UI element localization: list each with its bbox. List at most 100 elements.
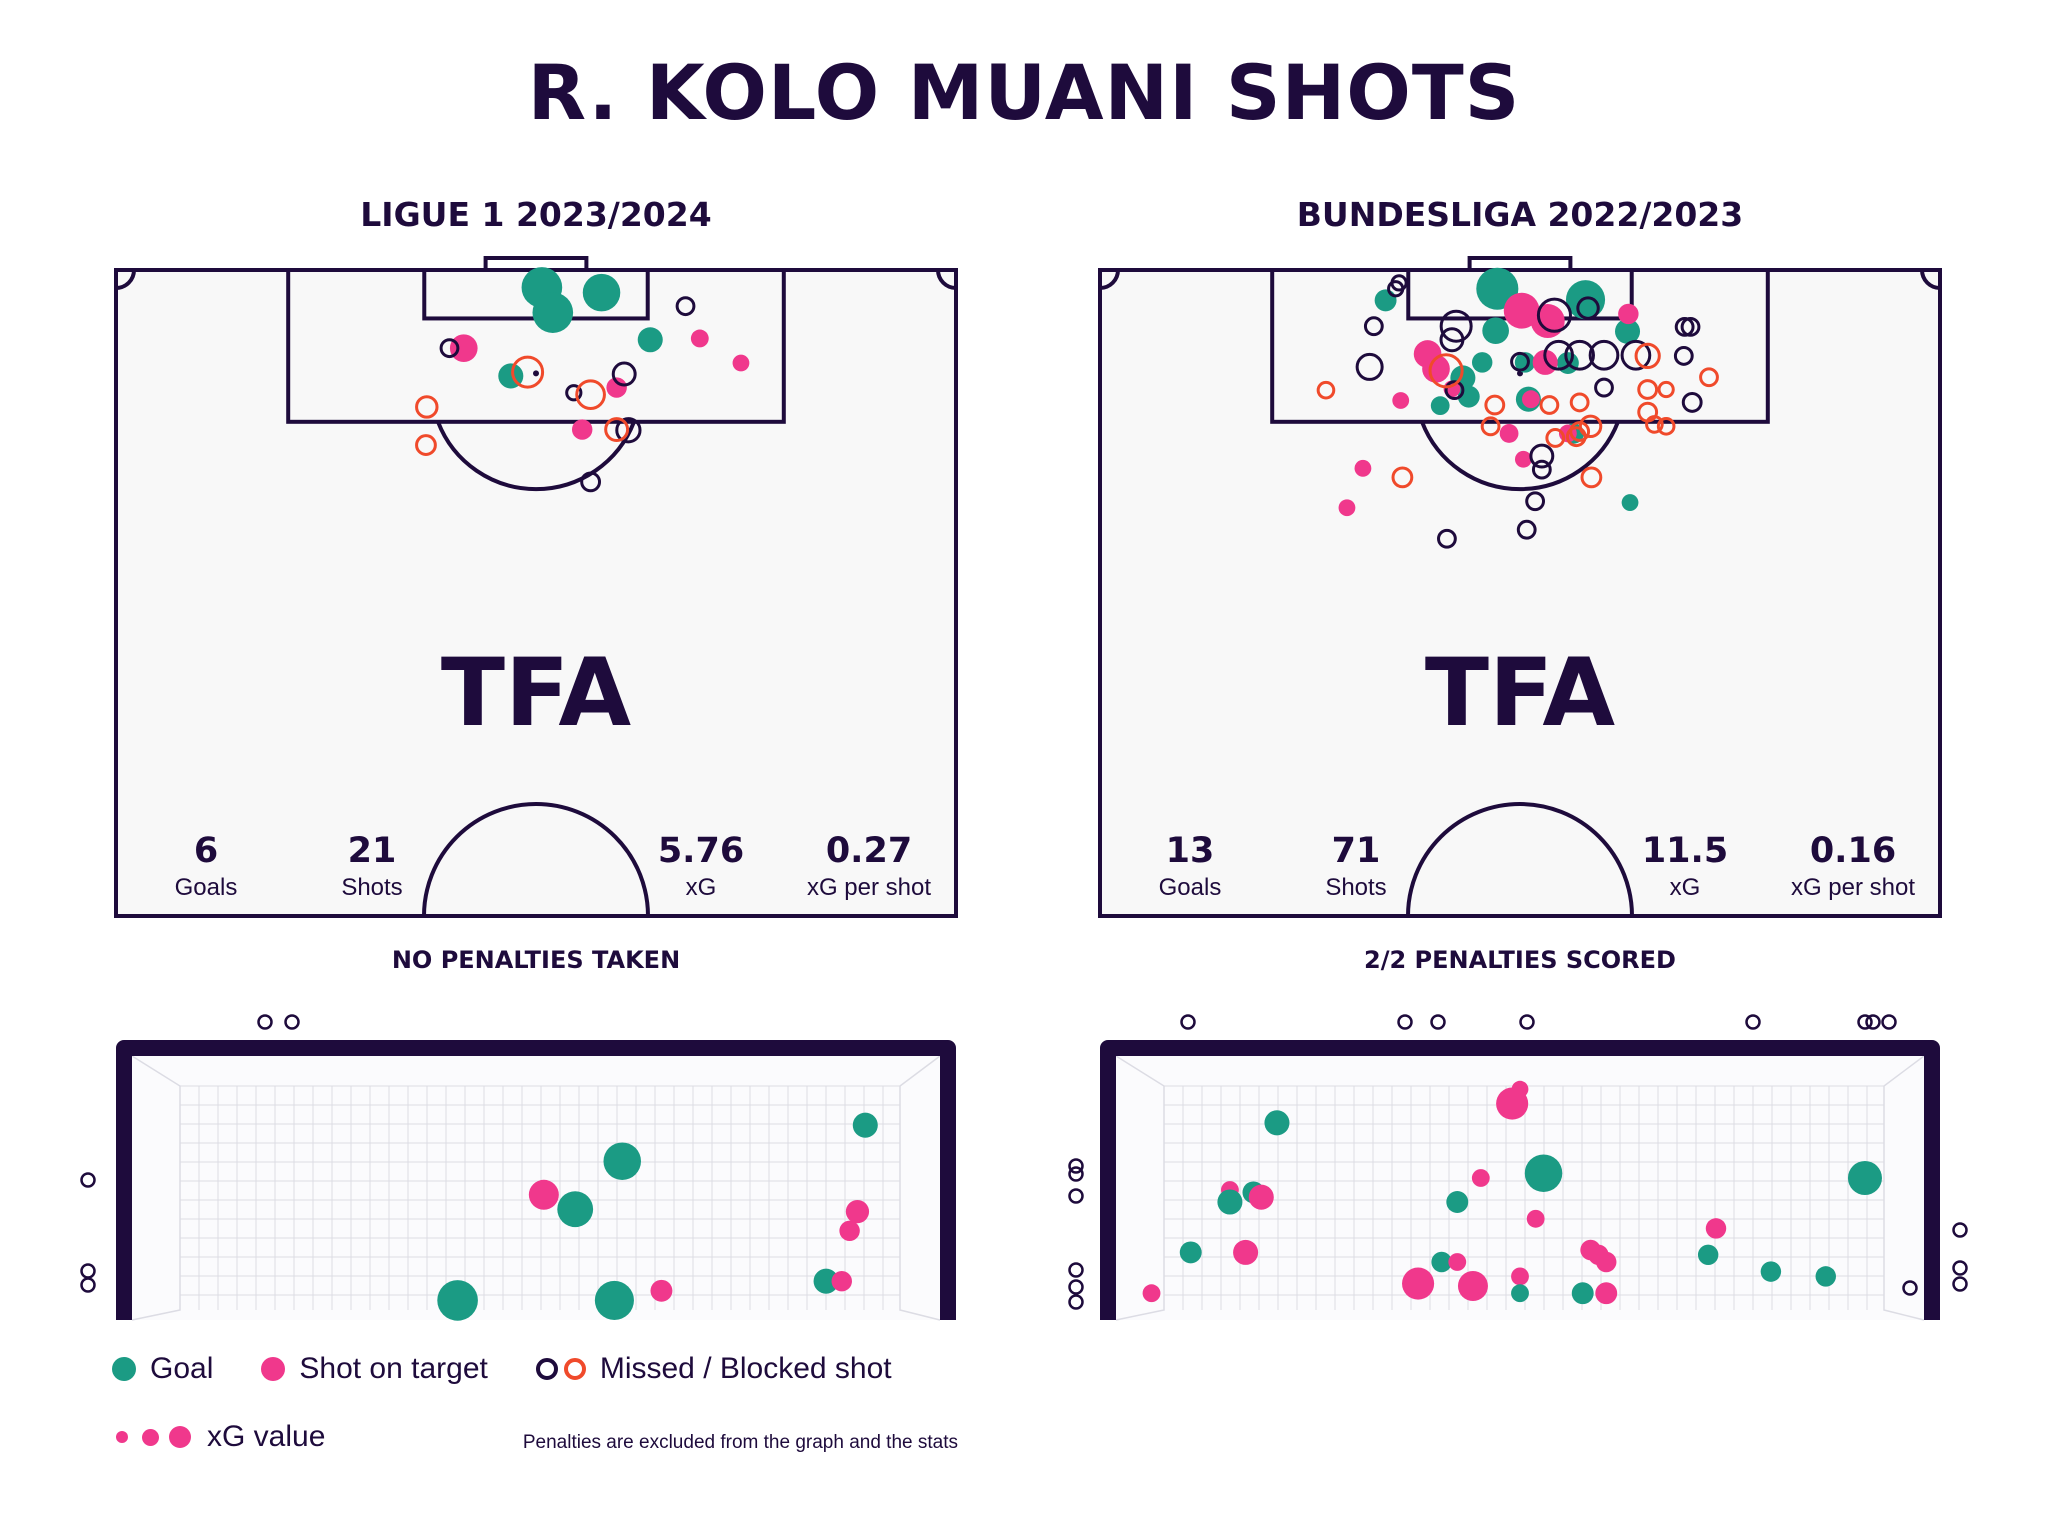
side-net-left [131, 1055, 181, 1321]
watermark-logo: TFA [441, 639, 632, 748]
goal-shot-marker [1595, 1282, 1618, 1305]
shot-marker [1565, 426, 1587, 448]
goal-shot-marker [1431, 1251, 1452, 1273]
shot-marker [1390, 274, 1408, 292]
shot-marker [1510, 351, 1530, 372]
goal-shot-marker [1511, 1267, 1529, 1286]
shot-marker [1578, 414, 1603, 439]
pitch-outline [1098, 268, 1942, 918]
stat-value: 21 [348, 831, 397, 871]
legend-missed-dot [535, 1358, 558, 1380]
goal-shot-marker [1511, 1284, 1529, 1303]
legend-goal-label: Goal [150, 1352, 214, 1385]
legend-missed-blocked: Missed / Blocked shot [535, 1352, 892, 1386]
page-title: R. KOLO MUANI SHOTS [527, 48, 1521, 137]
off-target-marker [1180, 1014, 1196, 1030]
shot-marker [1525, 491, 1546, 512]
penalty-spot [533, 370, 539, 377]
panel-title: LIGUE 1 2023/2024 [360, 195, 711, 234]
shot-marker [1699, 367, 1719, 388]
shot-marker [606, 377, 627, 398]
shot-marker [1539, 395, 1560, 415]
shot-marker [582, 273, 621, 312]
legend-xg-medium-dot [142, 1428, 159, 1446]
shot-marker [1444, 380, 1465, 401]
shot-marker [439, 338, 460, 359]
goal-shot-marker [1142, 1284, 1161, 1303]
shot-marker [1545, 428, 1566, 448]
stat-label: xG [1670, 874, 1701, 901]
shot-marker [1569, 392, 1590, 413]
stat-value: 5.76 [658, 831, 744, 871]
goal-frame [1100, 1040, 1940, 1320]
centre-circle [422, 802, 650, 917]
goal-shot-marker [1217, 1189, 1243, 1215]
stat-value: 0.16 [1810, 831, 1896, 871]
shot-marker [1656, 417, 1676, 436]
shot-marker [1529, 443, 1555, 469]
shot-marker [1516, 519, 1537, 540]
goal-shot-marker [1264, 1110, 1290, 1136]
shot-marker [415, 395, 439, 419]
shot-marker [1522, 390, 1540, 409]
side-net-left [1115, 1055, 1165, 1321]
shot-marker [1594, 377, 1614, 398]
shot-marker [1681, 392, 1703, 413]
legend-on-target: Shot on target [261, 1352, 488, 1386]
off-target-marker [1068, 1262, 1084, 1278]
pitch-outline [114, 268, 958, 918]
shot-marker [1338, 499, 1356, 517]
goal-shot-marker [603, 1142, 641, 1180]
goal-shot-marker [1815, 1266, 1836, 1287]
shot-marker [1439, 327, 1465, 353]
shot-marker [532, 292, 574, 333]
shot-marker [1480, 416, 1501, 437]
shot-marker [1564, 339, 1595, 371]
shot-marker [1621, 494, 1639, 511]
stat-value: 13 [1166, 831, 1215, 871]
shot-marker [1476, 267, 1519, 310]
off-target-marker [1068, 1158, 1084, 1174]
shot-marker [1437, 528, 1457, 549]
shot-marker [1618, 303, 1639, 325]
shot-marker [1673, 346, 1694, 366]
shot-marker [732, 354, 750, 372]
off-target-marker [1068, 1294, 1084, 1310]
goal-shot-marker [1526, 1209, 1545, 1228]
shot-marker [580, 471, 602, 493]
goal-frame [116, 1040, 956, 1320]
goal-net-grid [179, 1085, 900, 1310]
goal-shot-marker [650, 1279, 673, 1302]
goal-shot-marker [1457, 1271, 1488, 1301]
goal-shot-marker [1847, 1160, 1882, 1196]
goal-shot-marker [852, 1112, 878, 1138]
shot-marker [1430, 396, 1450, 416]
shot-marker [1645, 415, 1664, 434]
shot-marker [1588, 339, 1620, 371]
goal-shot-marker [1571, 1282, 1594, 1305]
goal-shot-marker [528, 1179, 559, 1210]
goal-shot-marker [1471, 1169, 1490, 1187]
goal-shot-marker [1233, 1239, 1259, 1265]
shot-marker [415, 434, 437, 456]
goal-shot-marker [1248, 1184, 1274, 1210]
shot-marker [615, 417, 642, 444]
shot-marker [1530, 304, 1565, 339]
stat-value: 6 [194, 831, 218, 871]
corner-arc-right [936, 269, 957, 290]
off-target-marker [1952, 1260, 1968, 1276]
goal-shot-marker [1760, 1261, 1782, 1282]
shot-marker [571, 419, 593, 440]
stat-value: 71 [1332, 831, 1381, 871]
stat-label: xG per shot [1791, 874, 1915, 901]
footnote: Penalties are excluded from the graph an… [522, 1432, 958, 1453]
off-target-marker [1068, 1279, 1084, 1295]
panel-2: BUNDESLIGA 2022/2023TFA13Goals71Shots11.… [1068, 195, 1968, 1321]
goal-shot-marker [437, 1280, 478, 1321]
goal-shot-marker [831, 1270, 852, 1292]
goal-shot-marker [839, 1220, 860, 1242]
stat-label: xG per shot [807, 874, 931, 901]
corner-arc-left [1099, 269, 1120, 290]
off-target-marker [1881, 1014, 1897, 1030]
